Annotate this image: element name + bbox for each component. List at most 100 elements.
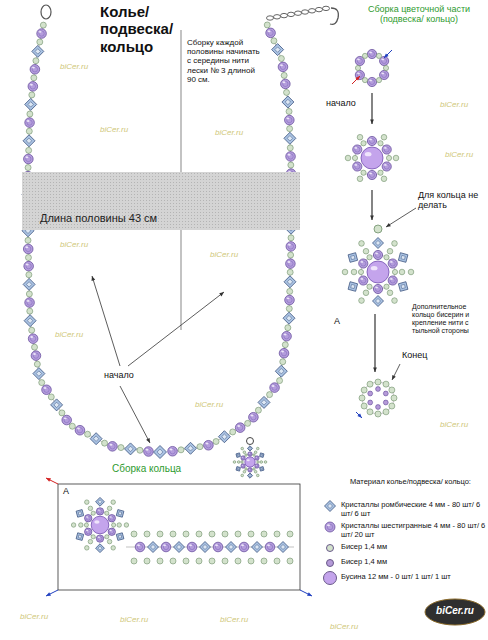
rhombic-crystal: [325, 501, 336, 512]
rhombic-crystal: [348, 253, 358, 263]
hex-crystal: [384, 164, 389, 169]
rhombic-crystal: [351, 255, 355, 259]
hex-crystal: [359, 259, 368, 268]
hex-crystal: [285, 115, 295, 125]
seed-bead: [376, 53, 381, 58]
seed-bead: [157, 531, 163, 537]
hex-crystal: [375, 252, 378, 254]
hex-crystal: [32, 67, 37, 72]
arrow-head: [373, 367, 377, 372]
seed-bead: [91, 511, 95, 515]
hex-crystal: [375, 252, 380, 257]
note: Сборку каждой половины начинать с середи…: [187, 38, 265, 84]
seed-bead: [39, 380, 45, 386]
ring-frame: [58, 484, 300, 590]
hex-crystal: [288, 244, 291, 246]
clasp: [41, 5, 51, 19]
seed-bead: [241, 474, 244, 477]
arrow-head: [392, 375, 396, 380]
legend-swatch: [322, 500, 338, 512]
rhombic-crystal: [229, 545, 234, 550]
hex-crystal: [249, 453, 251, 455]
seed-bead: [170, 558, 176, 564]
hex-crystal: [281, 351, 284, 353]
seed-bead: [287, 269, 293, 275]
hex-crystal: [355, 147, 360, 152]
hex-crystal: [44, 387, 47, 389]
seed-bead: [384, 284, 389, 289]
start-label: начало: [104, 370, 134, 380]
hex-crystal: [382, 145, 391, 154]
seed-bead: [178, 447, 184, 453]
hex-crystal: [280, 64, 285, 69]
legend-swatch-dot: [323, 571, 337, 585]
arrow-line: [352, 76, 360, 84]
arrow-line: [371, 93, 372, 124]
hex-crystal: [388, 276, 397, 285]
rhombic-crystal: [54, 402, 59, 407]
seed-bead: [286, 108, 292, 114]
rhombic-crystal: [261, 400, 266, 405]
seed-bead: [408, 269, 414, 275]
arrow-head: [307, 592, 312, 596]
rhombic-crystal: [258, 396, 270, 408]
legend-text: Бисер 1,4 мм: [338, 557, 387, 566]
hex-crystal: [281, 79, 291, 89]
rhombic-crystal: [373, 296, 384, 307]
rhombic-crystal: [98, 546, 102, 550]
seed-bead: [107, 506, 111, 510]
seed-bead: [112, 523, 116, 527]
hex-crystal: [241, 544, 246, 549]
rhombic-crystal: [287, 279, 292, 284]
hex-crystal: [98, 509, 102, 513]
rhombic-crystal: [287, 136, 292, 141]
arrow-line: [386, 208, 416, 227]
seed-bead: [29, 92, 35, 98]
hex-crystal: [367, 170, 376, 179]
rhombic-crystal: [398, 253, 408, 263]
hex-crystal: [369, 138, 372, 140]
hex-crystal: [251, 415, 256, 420]
rhombic-crystal: [282, 96, 294, 108]
seed-bead: [235, 531, 241, 537]
hex-crystal: [361, 278, 366, 283]
seed-bead: [243, 451, 246, 454]
hex-crystal: [110, 444, 113, 446]
legend-swatch-dot: [326, 559, 334, 567]
big-bead: [367, 261, 389, 283]
hex-crystal: [384, 147, 387, 149]
seed-bead: [111, 546, 115, 550]
hex-crystal: [287, 297, 290, 299]
rhombic-crystal: [222, 434, 227, 439]
rhombic-crystal: [96, 544, 105, 553]
seed-bead: [255, 407, 261, 413]
seed-bead: [286, 306, 292, 312]
hex-crystal: [98, 509, 100, 510]
hex-crystal: [381, 72, 384, 74]
rhombic-crystal: [348, 282, 358, 292]
point-label: A: [63, 486, 69, 496]
big-bead: [245, 457, 255, 467]
seed-bead: [197, 444, 203, 450]
legend-swatch-dot: [326, 544, 334, 552]
hex-crystal: [384, 147, 389, 152]
seed-bead: [105, 511, 109, 515]
seed-bead: [376, 78, 381, 83]
hex-crystal: [27, 120, 32, 125]
pendant-bail: [247, 438, 254, 445]
hex-crystal: [282, 331, 292, 341]
seed-bead: [124, 523, 128, 527]
hex-crystal: [96, 535, 103, 542]
rhombic-crystal: [260, 453, 264, 458]
hex-crystal: [287, 297, 292, 302]
chain-link: [316, 7, 323, 11]
seed-bead: [345, 155, 351, 161]
seed-bead: [157, 558, 163, 564]
title: Колье/ подвеска/ кольцо: [100, 3, 180, 55]
seed-bead: [34, 361, 40, 367]
seed-bead: [287, 558, 293, 564]
big-bead: [371, 266, 378, 270]
rhombic-crystal: [278, 542, 289, 553]
hex-crystal: [25, 156, 28, 158]
seed-bead: [26, 272, 32, 278]
